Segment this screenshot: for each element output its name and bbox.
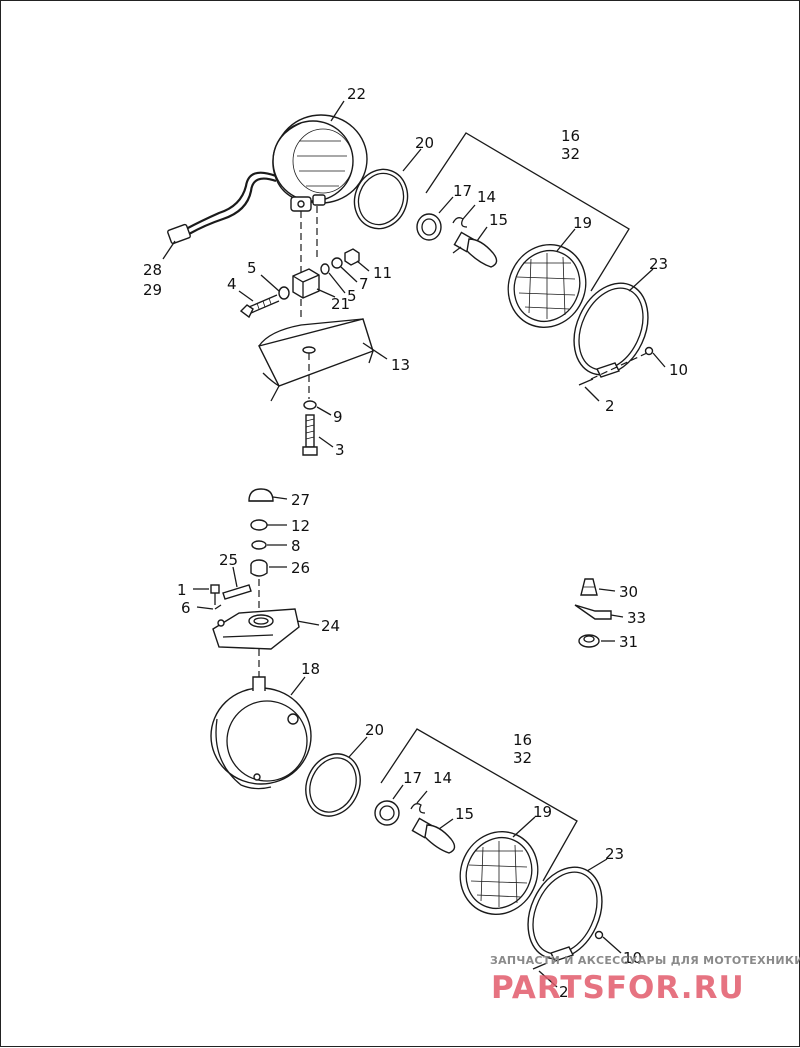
callout-3: 3 [335, 441, 345, 459]
callout-23-bottom: 23 [605, 845, 624, 863]
retaining-ring-20-top [353, 168, 409, 230]
connector-33 [574, 604, 612, 620]
trim-ring-23-top [573, 282, 649, 378]
retaining-ring-20-bottom [305, 753, 361, 817]
callout-29: 29 [143, 281, 162, 299]
callout-26: 26 [291, 559, 310, 577]
washer-5-left [278, 286, 290, 300]
screw-2-bottom [532, 962, 548, 970]
callout-16-bottom: 16 [513, 731, 532, 749]
washer-6 [214, 604, 222, 610]
callout-27: 27 [291, 491, 310, 509]
bulb-15-bottom [411, 817, 456, 854]
lens-19-bottom [459, 830, 539, 916]
callout-1: 1 [177, 581, 187, 599]
callout-10-bottom: 10 [623, 949, 642, 967]
callout-16: 16 [561, 127, 580, 145]
lamp-housing-22 [272, 114, 368, 212]
callout-labels-bottom: 27 12 8 25 26 1 6 24 18 20 16 32 17 14 1… [177, 491, 646, 1001]
nut-12 [250, 519, 268, 531]
callout-30: 30 [619, 583, 638, 601]
callout-12: 12 [291, 517, 310, 535]
callout-10-top: 10 [669, 361, 688, 379]
nut-10-top [644, 346, 654, 356]
callout-13: 13 [391, 356, 410, 374]
mount-24 [212, 608, 300, 650]
screw-1 [210, 584, 220, 605]
washer-5-right [320, 263, 330, 275]
callout-2-bottom: 2 [559, 983, 569, 1001]
callout-8: 8 [291, 537, 301, 555]
callout-2-top: 2 [605, 397, 615, 415]
callout-17: 17 [453, 182, 472, 200]
clip-14-bottom [410, 803, 426, 814]
lens-19-top [507, 243, 587, 329]
callout-21: 21 [331, 295, 350, 313]
watermark: ЗАПЧАСТИ И АКСЕССУАРЫ ДЛЯ МОТОТЕХНИКИ PA… [490, 954, 800, 1006]
callout-6: 6 [181, 599, 191, 617]
nut-10-bottom [594, 930, 604, 940]
bolt-4 [239, 294, 280, 319]
clip-14-top [452, 217, 468, 228]
callout-25: 25 [219, 551, 238, 569]
socket-17-top [416, 213, 442, 241]
cap-27 [248, 488, 274, 502]
callout-28: 28 [143, 261, 162, 279]
callout-32: 32 [561, 145, 580, 163]
callout-31: 31 [619, 633, 638, 651]
grommet-26 [250, 559, 268, 577]
callout-15-bottom: 15 [455, 805, 474, 823]
wire-harness-28-29 [167, 171, 277, 245]
shim-25 [222, 584, 252, 600]
callout-19-bottom: 19 [533, 803, 552, 821]
callout-9: 9 [333, 408, 343, 426]
wire-nut-30 [580, 578, 598, 596]
screw-2-top [578, 378, 594, 386]
callout-20: 20 [415, 134, 434, 152]
spacer-block-21 [292, 268, 320, 299]
bulb-15-top [452, 231, 498, 268]
bolt-3 [302, 414, 318, 456]
mounting-bracket-13 [257, 318, 374, 402]
callout-14: 14 [477, 188, 496, 206]
callout-labels-top: 22 20 16 32 17 14 15 19 23 28 29 5 4 11 … [143, 85, 688, 459]
callout-32-bottom: 32 [513, 749, 532, 767]
callout-14-bottom: 14 [433, 769, 452, 787]
callout-19: 19 [573, 214, 592, 232]
callout-33: 33 [627, 609, 646, 627]
callout-17-bottom: 17 [403, 769, 422, 787]
watermark-logo: PARTSFOR.RU [491, 970, 745, 1006]
callout-7: 7 [359, 275, 369, 293]
washer-8 [251, 540, 267, 550]
callout-24: 24 [321, 617, 340, 635]
washer-9 [303, 400, 317, 410]
callout-5-left: 5 [247, 259, 257, 277]
callout-4: 4 [227, 275, 237, 293]
callout-23: 23 [649, 255, 668, 273]
leader-lines-bottom [193, 496, 624, 988]
callout-5-right: 5 [347, 287, 357, 305]
callout-15: 15 [489, 211, 508, 229]
watermark-tagline: ЗАПЧАСТИ И АКСЕССУАРЫ ДЛЯ МОТОТЕХНИКИ [490, 954, 800, 967]
leader-lines-top [162, 100, 666, 448]
callout-22: 22 [347, 85, 366, 103]
nut-11 [344, 248, 360, 266]
lockwasher-7 [331, 257, 343, 269]
callout-20-bottom: 20 [365, 721, 384, 739]
socket-17-bottom [374, 800, 400, 826]
trim-ring-23-bottom [527, 866, 603, 962]
grommet-31 [578, 634, 600, 648]
callout-11: 11 [373, 264, 392, 282]
callout-18: 18 [301, 660, 320, 678]
housing-18 [210, 676, 312, 790]
